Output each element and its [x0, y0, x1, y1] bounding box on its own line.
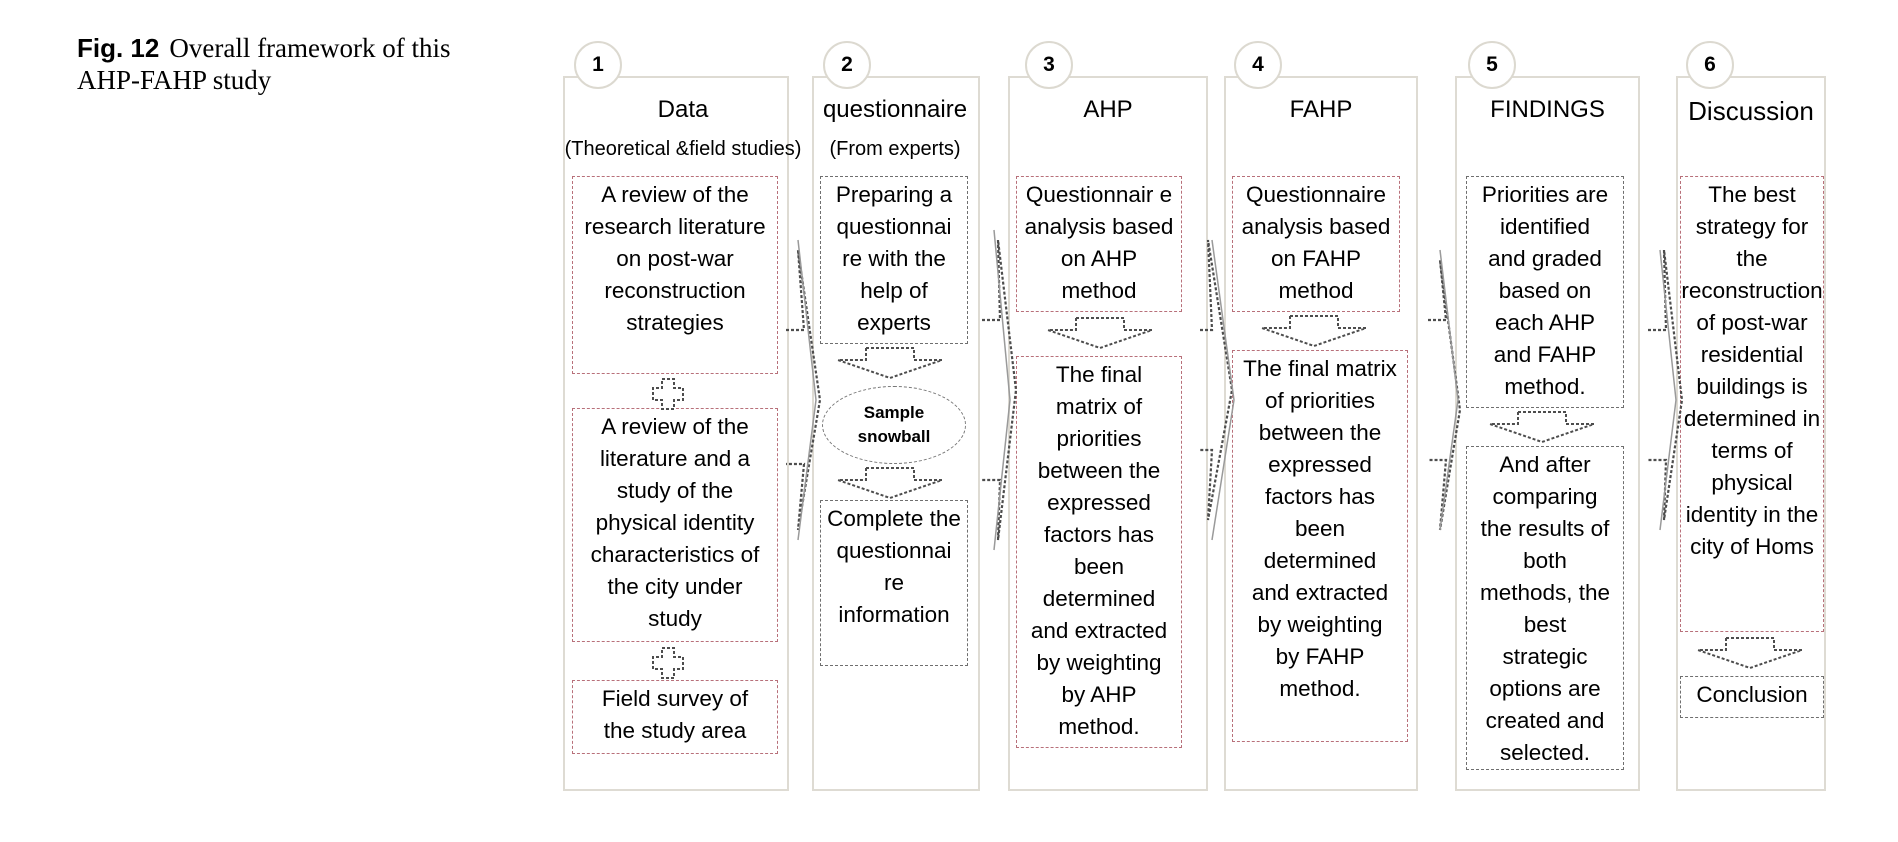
box-physical-identity-review: A review of the literature and a study o…: [572, 408, 778, 642]
column-1-title: Data: [657, 96, 709, 123]
box-ahp-analysis: Questionnair e analysis based on AHP met…: [1016, 176, 1182, 312]
box-comparing-results: And after comparing the results of both …: [1466, 446, 1624, 770]
box-field-survey: Field survey of the study area: [572, 680, 778, 754]
box-priorities-identified-text: Priorities are identified and graded bas…: [1481, 182, 1609, 399]
chevron-right-icon: [993, 229, 1011, 551]
down-arrow-icon: [1697, 637, 1803, 670]
box-priorities-identified: Priorities are identified and graded bas…: [1466, 176, 1624, 408]
column-3-title: AHP: [1083, 96, 1133, 123]
plus-icon: [652, 647, 684, 679]
box-fahp-analysis: Questionnaire analysis based on FAHP met…: [1232, 176, 1400, 312]
column-4-title: FAHP: [1289, 96, 1353, 123]
down-arrow-icon: [1489, 411, 1595, 444]
step-number-6: 6: [1686, 41, 1734, 89]
ellipse-sample-snowball-text: Sample snowball: [857, 403, 931, 446]
column-2-subtitle: (From experts): [829, 138, 961, 160]
column-5-frame: [1455, 76, 1640, 791]
caption-text: Overall framework of this AHP-FAHP study: [77, 33, 451, 96]
step-number-1: 1: [574, 41, 622, 89]
box-conclusion: Conclusion: [1680, 676, 1824, 718]
plus-icon: [652, 378, 684, 410]
box-preparing-questionnaire-text: Preparing a questionnai re with the help…: [835, 182, 953, 335]
box-best-strategy: The best strategy for the reconstruction…: [1680, 176, 1824, 632]
figure-label: Fig. 12: [77, 33, 160, 63]
box-ahp-matrix-text: The final matrix of priorities between t…: [1030, 362, 1168, 739]
down-arrow-icon: [837, 467, 943, 500]
box-complete-questionnaire: Complete the questionnai re information: [820, 500, 968, 666]
bracket-connector-3: [1200, 239, 1234, 521]
box-complete-questionnaire-text: Complete the questionnai re information: [827, 506, 961, 627]
bracket-connector-4: [1428, 259, 1462, 531]
column-1-frame: [563, 76, 789, 791]
box-conclusion-text: Conclusion: [1696, 682, 1808, 707]
ellipse-sample-snowball: Sample snowball: [822, 386, 966, 464]
box-fahp-matrix-text: The final matrix of priorities between t…: [1243, 356, 1397, 701]
bracket-connector-1: [786, 249, 822, 531]
box-ahp-matrix: The final matrix of priorities between t…: [1016, 356, 1182, 748]
step-number-4: 4: [1234, 41, 1282, 89]
box-physical-identity-review-text: A review of the literature and a study o…: [590, 414, 760, 631]
column-3-frame: [1008, 76, 1208, 791]
box-preparing-questionnaire: Preparing a questionnai re with the help…: [820, 176, 968, 344]
step-number-2: 2: [823, 41, 871, 89]
down-arrow-icon: [837, 347, 943, 380]
chevron-right-icon: [1439, 249, 1459, 531]
down-arrow-icon: [1261, 315, 1367, 348]
box-literature-review-text: A review of the research literature on p…: [584, 182, 766, 335]
box-literature-review: A review of the research literature on p…: [572, 176, 778, 374]
bracket-connector-2: [982, 239, 1018, 541]
column-2-title: questionnaire: [822, 96, 968, 123]
box-best-strategy-text: The best strategy for the reconstruction…: [1681, 182, 1823, 559]
chevron-right-icon: [797, 239, 817, 541]
box-ahp-analysis-text: Questionnair e analysis based on AHP met…: [1024, 182, 1174, 303]
column-1-subtitle: (Theoretical &field studies): [564, 138, 802, 160]
box-fahp-analysis-text: Questionnaire analysis based on FAHP met…: [1241, 182, 1391, 303]
step-number-3: 3: [1025, 41, 1073, 89]
chevron-right-icon: [1211, 239, 1235, 541]
column-2-frame: [812, 76, 980, 791]
bracket-connector-5: [1648, 249, 1684, 521]
box-comparing-results-text: And after comparing the results of both …: [1479, 452, 1611, 765]
down-arrow-icon: [1047, 317, 1153, 350]
column-4-frame: [1224, 76, 1418, 791]
column-6-title: Discussion: [1688, 96, 1814, 126]
column-5-title: FINDINGS: [1490, 96, 1605, 123]
chevron-right-icon: [1659, 249, 1677, 531]
step-number-5: 5: [1468, 41, 1516, 89]
box-fahp-matrix: The final matrix of priorities between t…: [1232, 350, 1408, 742]
box-field-survey-text: Field survey of the study area: [601, 686, 749, 743]
